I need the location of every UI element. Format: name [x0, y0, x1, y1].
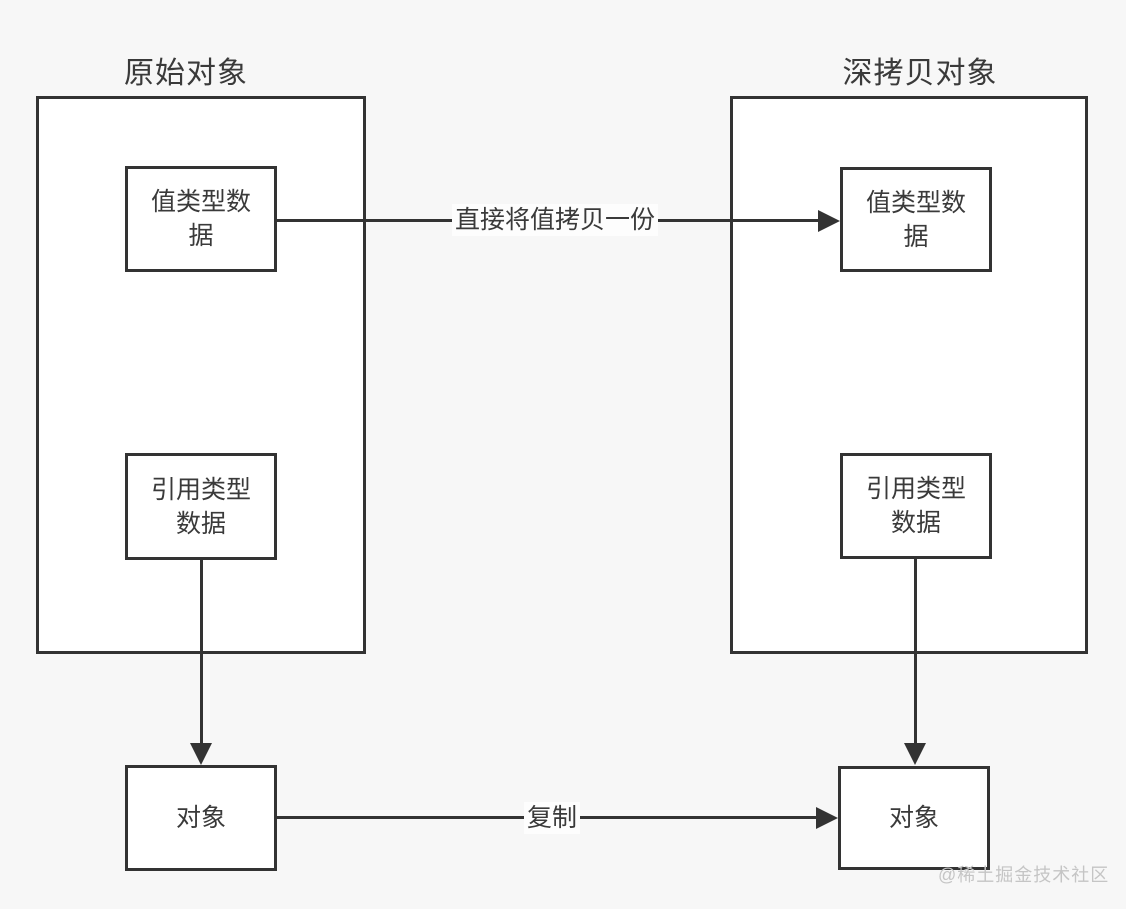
- deep-copy-object-title: 深拷贝对象: [842, 57, 998, 90]
- right-value-type-label: 值类型数据: [865, 188, 966, 251]
- left-value-type-label: 值类型数据: [150, 188, 251, 250]
- left-reference-type-box: 引用类型数据: [125, 453, 277, 560]
- right-reference-type-label: 引用类型数据: [865, 475, 966, 537]
- right-ref-arrow-line: [914, 559, 917, 745]
- right-object-label: 对象: [888, 804, 939, 832]
- right-value-type-box: 值类型数据: [840, 167, 992, 272]
- juejin-watermark: @稀土掘金技术社区: [938, 865, 1110, 885]
- left-object-box: 对象: [125, 765, 277, 871]
- object-copy-arrowhead-icon: [816, 807, 838, 829]
- left-value-type-box: 值类型数据: [125, 166, 277, 272]
- value-copy-edge-label: 直接将值拷贝一份: [452, 204, 659, 236]
- value-copy-arrowhead-icon: [818, 210, 840, 232]
- left-ref-arrowhead-icon: [190, 743, 212, 765]
- right-reference-type-box: 引用类型数据: [840, 453, 992, 559]
- left-ref-arrow-line: [200, 559, 203, 745]
- original-object-title: 原始对象: [124, 57, 248, 90]
- left-reference-type-label: 引用类型数据: [150, 475, 251, 538]
- right-object-box: 对象: [838, 766, 990, 870]
- left-object-label: 对象: [175, 804, 226, 832]
- object-copy-edge-label: 复制: [524, 802, 581, 834]
- right-ref-arrowhead-icon: [904, 743, 926, 765]
